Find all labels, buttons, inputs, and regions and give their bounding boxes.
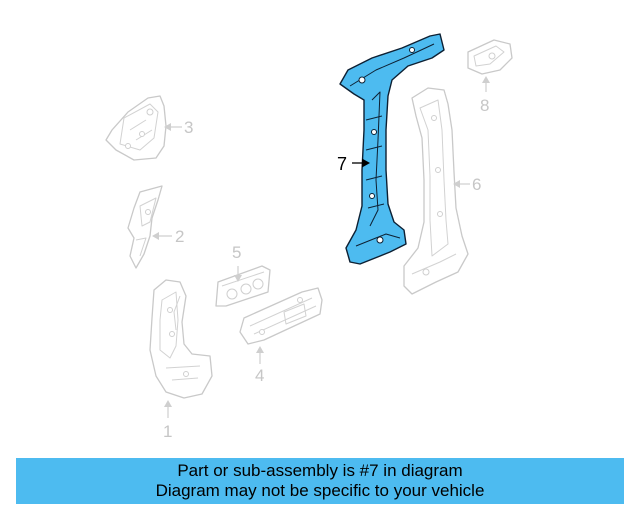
part-1[interactable] bbox=[149, 279, 213, 399]
callout-6-label: 6 bbox=[472, 175, 481, 194]
callout-7: 7 bbox=[337, 154, 370, 174]
callout-5-label: 5 bbox=[232, 243, 241, 262]
info-banner: Part or sub-assembly is #7 in diagram Di… bbox=[16, 458, 624, 504]
callout-1: 1 bbox=[163, 400, 172, 441]
banner-line-1: Part or sub-assembly is #7 in diagram bbox=[177, 461, 463, 480]
callout-1-label: 1 bbox=[163, 422, 172, 441]
part-4[interactable] bbox=[239, 287, 323, 345]
callout-3: 3 bbox=[164, 118, 193, 137]
part-8[interactable] bbox=[467, 39, 513, 75]
banner-line-2: Diagram may not be specific to your vehi… bbox=[155, 481, 485, 500]
callout-6: 6 bbox=[453, 175, 481, 194]
callout-7-label: 7 bbox=[337, 154, 347, 174]
part-2[interactable] bbox=[127, 185, 163, 269]
callout-8: 8 bbox=[480, 76, 490, 115]
part-6[interactable] bbox=[403, 87, 469, 295]
part-7-highlighted[interactable] bbox=[339, 33, 445, 265]
callout-5: 5 bbox=[232, 243, 242, 282]
callout-3-label: 3 bbox=[184, 118, 193, 137]
part-5[interactable] bbox=[215, 265, 271, 307]
callout-4: 4 bbox=[255, 346, 264, 385]
callout-4-label: 4 bbox=[255, 366, 264, 385]
callout-2-label: 2 bbox=[175, 227, 184, 246]
callout-8-label: 8 bbox=[480, 96, 489, 115]
part-3[interactable] bbox=[105, 95, 167, 161]
callout-2: 2 bbox=[152, 227, 184, 246]
